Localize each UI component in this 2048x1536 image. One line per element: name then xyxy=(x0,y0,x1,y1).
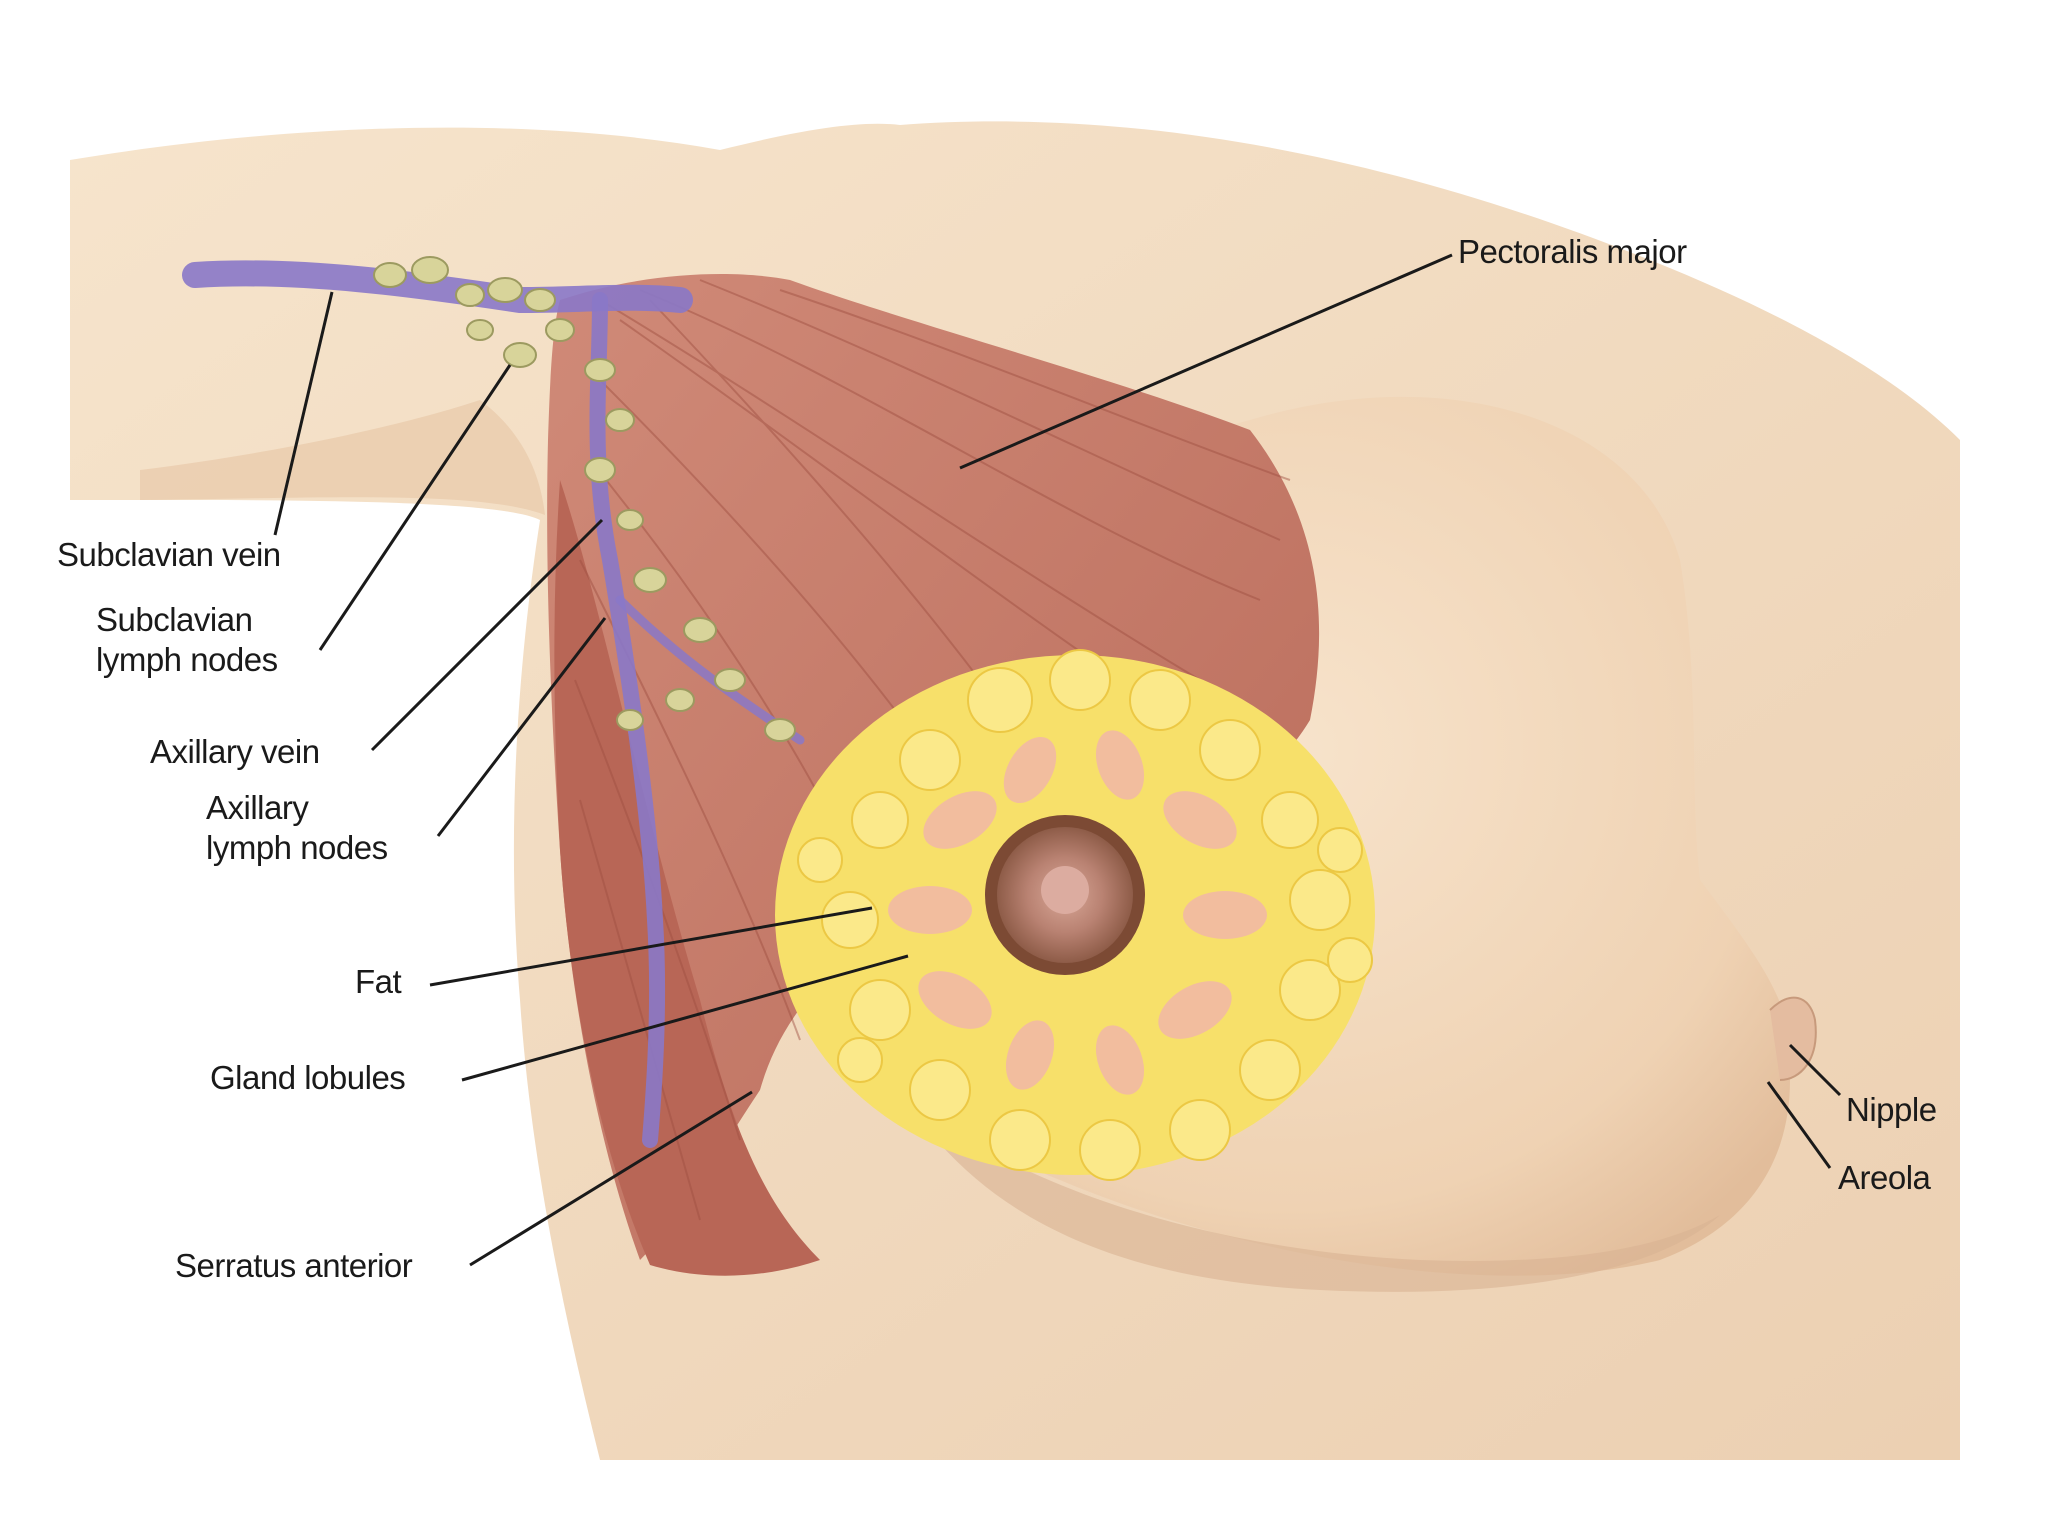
label-fat: Fat xyxy=(355,963,402,1000)
label-serratus-anterior: Serratus anterior xyxy=(175,1247,413,1284)
mammary-gland xyxy=(775,649,1375,1181)
leader-lines xyxy=(273,253,1842,1267)
label-subclavian-lymph-nodes-line2: lymph nodes xyxy=(96,641,278,678)
serratus-anterior-muscle xyxy=(554,480,820,1276)
subclavian-vein xyxy=(182,260,693,314)
label-axillary-lymph-nodes: Axillary lymph nodes xyxy=(206,788,388,868)
breast-underside-shadow xyxy=(900,1090,1720,1292)
label-subclavian-vein: Subclavian vein xyxy=(57,536,281,573)
arm-shadow xyxy=(140,400,545,515)
nipple-center xyxy=(1041,866,1089,914)
label-axillary-lymph-nodes-line1: Axillary xyxy=(206,789,309,826)
label-axillary-vein: Axillary vein xyxy=(150,733,320,770)
lymph-nodes xyxy=(373,256,796,742)
label-subclavian-lymph-nodes: Subclavian lymph nodes xyxy=(96,600,278,680)
label-axillary-lymph-nodes-line2: lymph nodes xyxy=(206,829,388,866)
label-areola: Areola xyxy=(1838,1159,1931,1196)
label-gland-lobules: Gland lobules xyxy=(210,1059,406,1096)
fat-globules xyxy=(797,649,1373,1181)
label-pectoralis-major: Pectoralis major xyxy=(1458,233,1687,270)
label-nipple: Nipple xyxy=(1846,1091,1937,1128)
label-subclavian-lymph-nodes-line1: Subclavian xyxy=(96,601,253,638)
gland-lobules xyxy=(888,730,1267,1095)
